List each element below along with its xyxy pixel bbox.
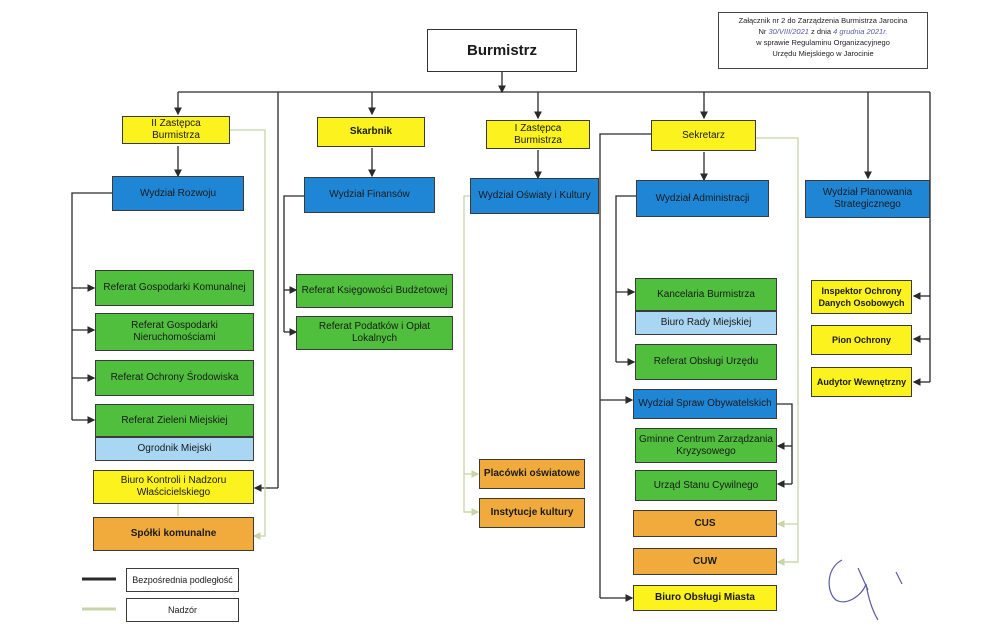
note-line-1: Załącznik nr 2 do Zarządzenia Burmistrza… (738, 16, 908, 25)
note-date: 4 grudnia 2021r. (833, 27, 888, 36)
node-biuro-obslugi-miasta: Biuro Obsługi Miasta (633, 585, 777, 611)
note-line-4: Urzędu Miejskiego w Jarocinie (772, 49, 874, 58)
note-line-3: w sprawie Regulaminu Organizacyjnego (756, 38, 890, 47)
node-gczk: Gminne Centrum Zarządzania Kryzysowego (635, 428, 777, 463)
node-ref-gosp-komunalnej: Referat Gospodarki Komunalnej (95, 270, 254, 306)
node-instytucje: Instytucje kultury (479, 498, 585, 528)
node-wydzial-planowania: Wydział Planowania Strategicznego (805, 180, 930, 218)
node-biuro-kontroli: Biuro Kontroli i Nadzoru Właścicielskieg… (93, 470, 254, 504)
node-ogrodnik: Ogrodnik Miejski (95, 437, 254, 461)
node-skarbnik: Skarbnik (317, 117, 425, 147)
signature (828, 559, 903, 621)
header-note: Załącznik nr 2 do Zarządzenia Burmistrza… (718, 12, 928, 69)
node-burmistrz: Burmistrz (427, 29, 577, 72)
node-cus: CUS (633, 510, 777, 537)
node-ref-ochrony-srodowiska: Referat Ochrony Środowiska (95, 360, 254, 396)
node-ref-zieleni: Referat Zieleni Miejskiej (95, 404, 254, 437)
node-spolki: Spółki komunalne (93, 517, 254, 551)
node-kancelaria: Kancelaria Burmistrza (635, 278, 777, 311)
node-ref-podatkow: Referat Podatków i Opłat Lokalnych (296, 316, 453, 350)
legend-direct: Bezpośrednia podległość (126, 568, 239, 592)
node-wydzial-oswiaty: Wydział Oświaty i Kultury (470, 178, 599, 214)
legend-supervision: Nadzór (126, 598, 239, 622)
node-placowki: Placówki oświatowe (479, 459, 585, 489)
node-wydzial-administracji: Wydział Administracji (636, 180, 769, 217)
node-i-zastepca: I Zastępca Burmistrza (486, 120, 590, 149)
node-audytor: Audytor Wewnętrzny (811, 367, 912, 397)
node-ref-gosp-nieruchomosciami: Referat Gospodarki Nieruchomościami (95, 313, 254, 351)
node-biuro-rady: Biuro Rady Miejskiej (635, 311, 777, 335)
node-pion-ochrony: Pion Ochrony (811, 325, 912, 355)
node-iod: Inspektor Ochrony Danych Osobowych (811, 280, 912, 314)
node-wydzial-rozwoju: Wydział Rozwoju (112, 176, 244, 211)
node-usc: Urząd Stanu Cywilnego (635, 470, 777, 501)
node-ii-zastepca: II Zastępca Burmistrza (122, 116, 230, 144)
node-ref-ksiegowosci: Referat Księgowości Budżetowej (296, 274, 453, 308)
node-ref-obslugi-urzedu: Referat Obsługi Urzędu (635, 344, 777, 380)
node-wydzial-spraw-obyw: Wydział Spraw Obywatelskich (633, 389, 777, 419)
node-sekretarz: Sekretarz (651, 120, 756, 151)
note-line-2: Nr 30/VIII/2021 z dnia 4 grudnia 2021r. (758, 27, 888, 36)
note-number: 30/VIII/2021 (768, 27, 809, 36)
node-cuw: CUW (633, 548, 777, 575)
node-wydzial-finansow: Wydział Finansów (304, 177, 435, 213)
